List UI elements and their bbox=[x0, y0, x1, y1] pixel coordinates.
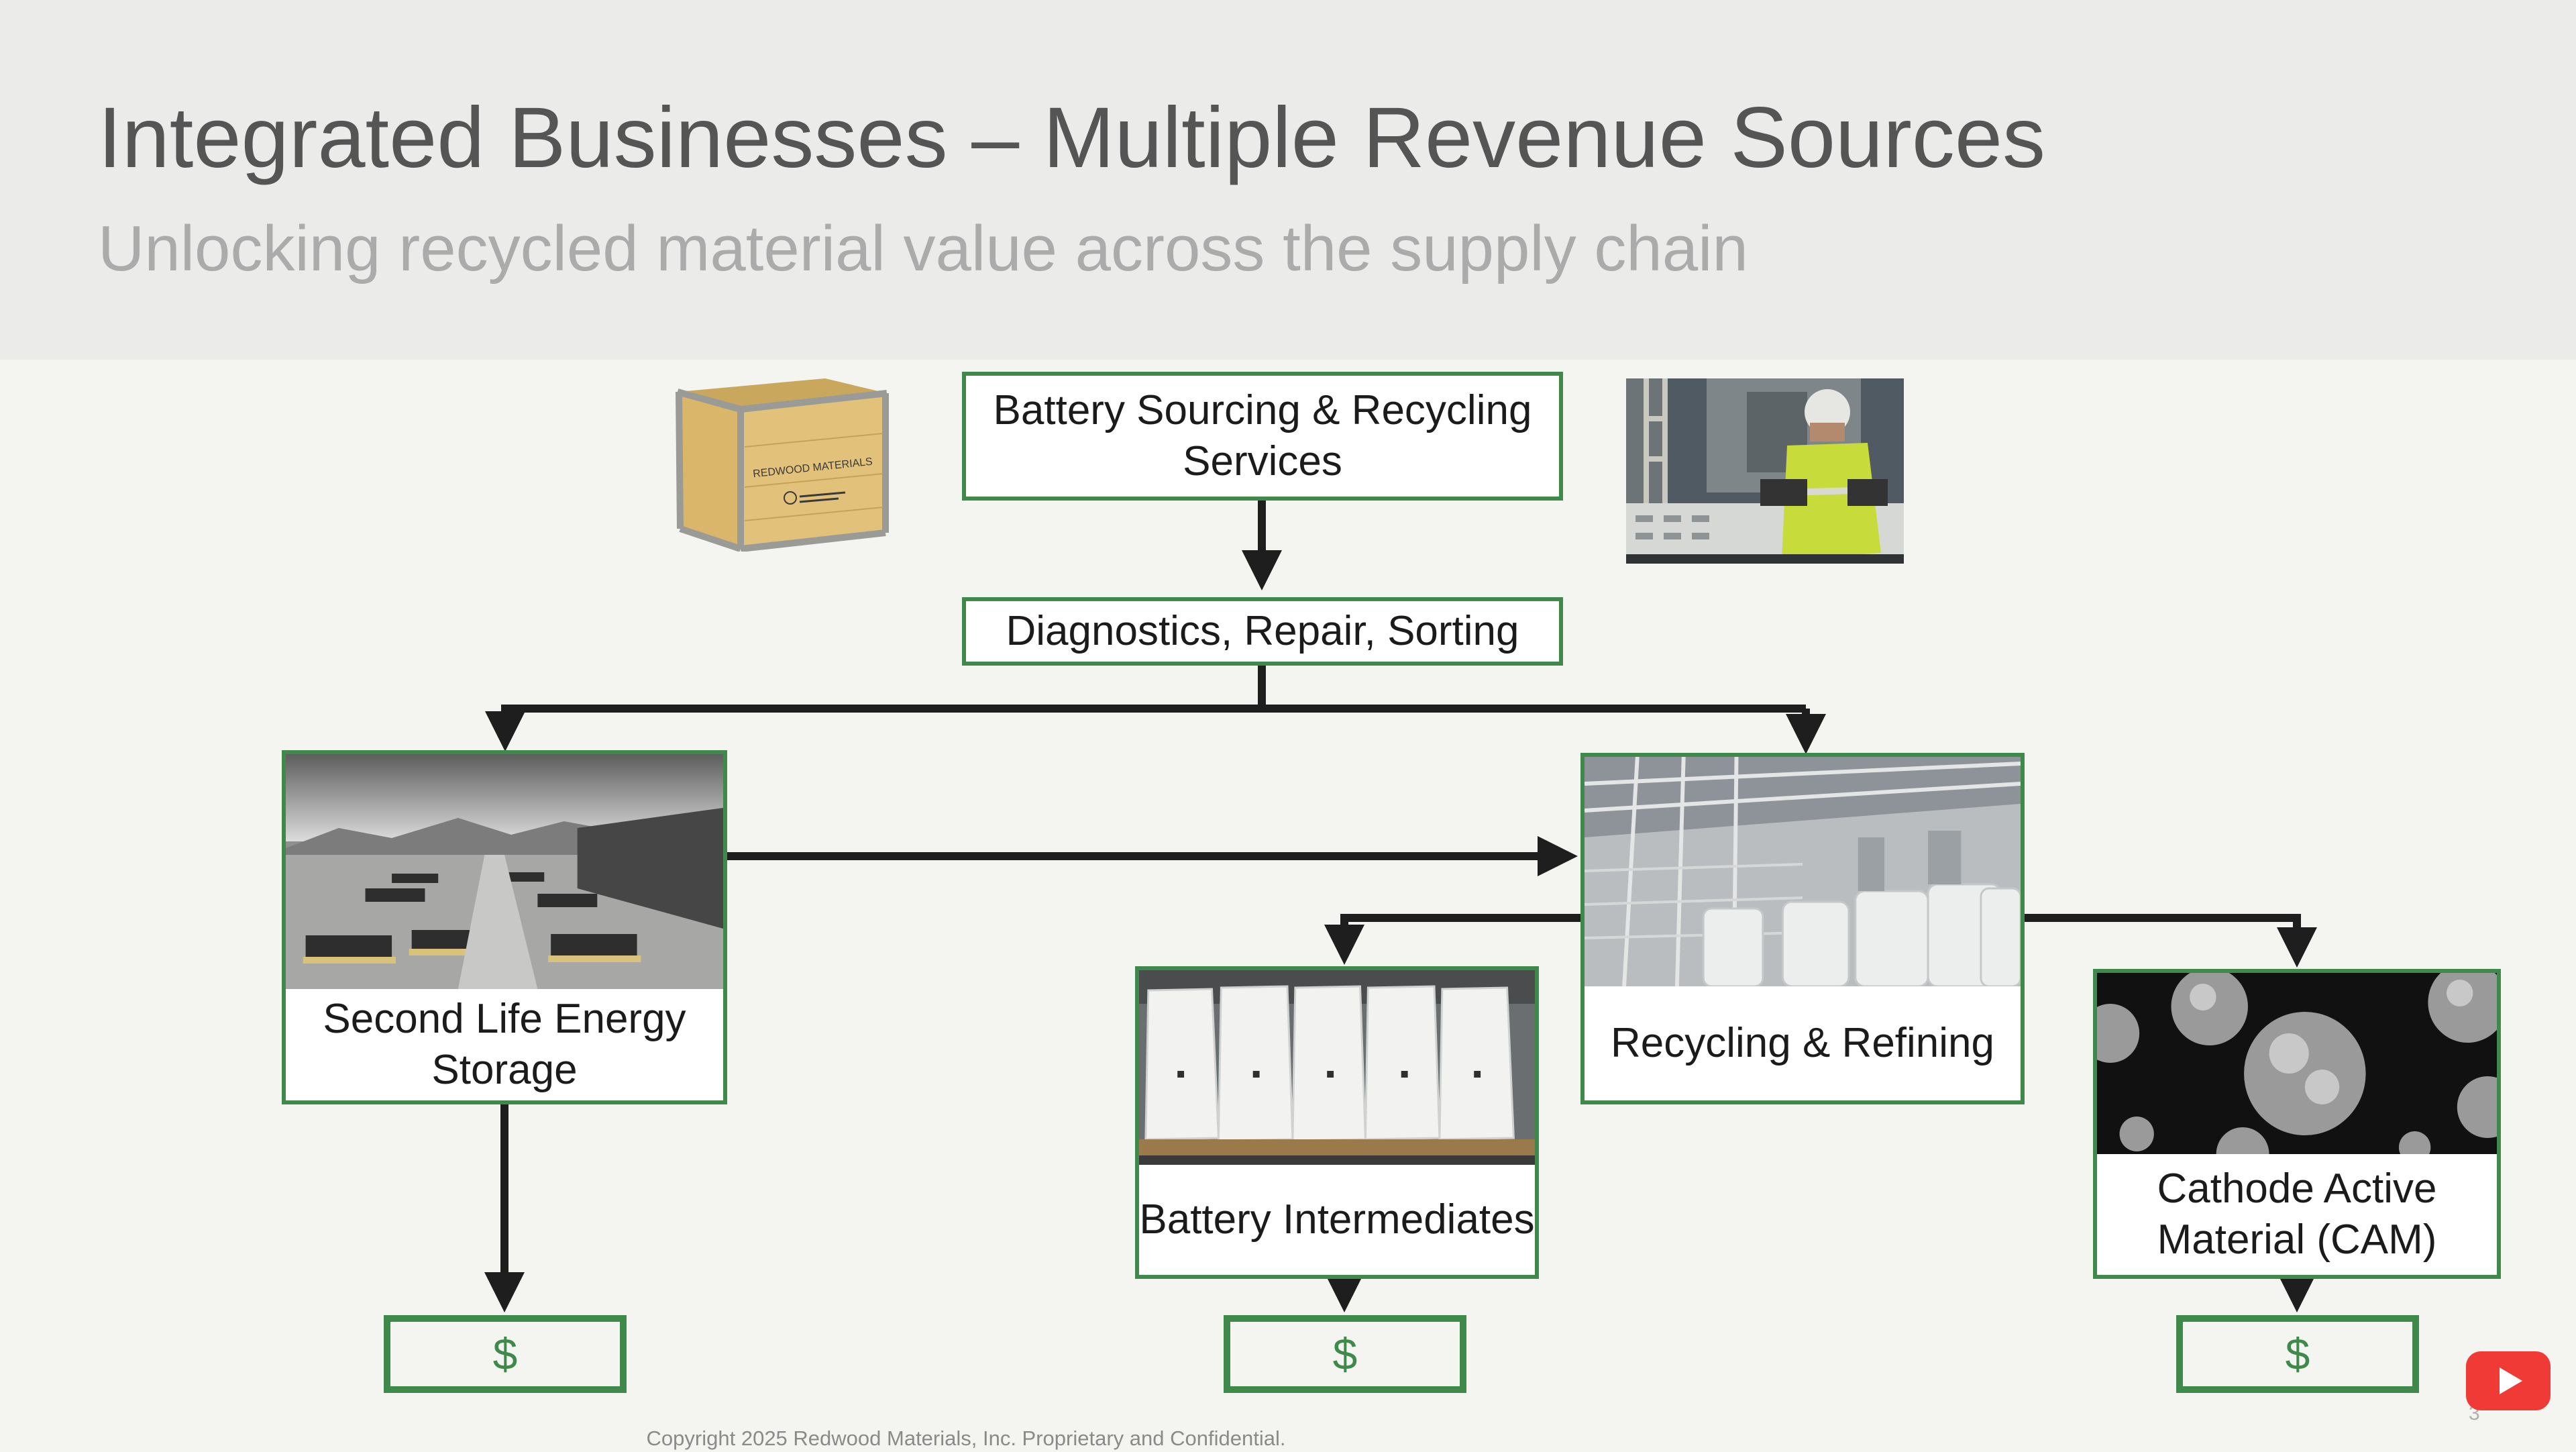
revenue-dollar-label: $ bbox=[492, 1329, 518, 1379]
youtube-play-icon bbox=[2500, 1367, 2522, 1394]
second-life-card: Second Life Energy Storage bbox=[282, 750, 727, 1104]
revenue-box-cam: $ bbox=[2176, 1315, 2419, 1393]
sourcing-label: Battery Sourcing & Recycling Services bbox=[993, 387, 1532, 484]
second-life-label: Second Life Energy Storage bbox=[323, 996, 686, 1093]
slide-subtitle: Unlocking recycled material value across… bbox=[98, 213, 1748, 284]
worker-photo bbox=[1626, 378, 1904, 564]
cam-image bbox=[2097, 973, 2497, 1154]
copyright-footer: Copyright 2025 Redwood Materials, Inc. P… bbox=[646, 1427, 1286, 1450]
arrow-recycling-to-intermediates bbox=[1324, 914, 1582, 965]
intermediates-image bbox=[1139, 970, 1535, 1165]
revenue-dollar-label: $ bbox=[2285, 1329, 2310, 1379]
revenue-box-intermediates: $ bbox=[1224, 1315, 1466, 1393]
second-life-image bbox=[286, 754, 723, 989]
sourcing-box: Battery Sourcing & Recycling Services bbox=[962, 372, 1563, 501]
revenue-dollar-label: $ bbox=[1332, 1329, 1358, 1379]
intermediates-label: Battery Intermediates bbox=[1139, 1196, 1535, 1243]
arrow-recycling-to-cam bbox=[2023, 914, 2317, 968]
slide-title: Integrated Businesses – Multiple Revenue… bbox=[98, 90, 2045, 186]
cam-label: Cathode Active Material (CAM) bbox=[2157, 1165, 2437, 1263]
youtube-play-button[interactable] bbox=[2466, 1351, 2551, 1410]
recycling-card: Recycling & Refining bbox=[1580, 753, 2025, 1104]
intermediates-card: Battery Intermediates bbox=[1135, 966, 1539, 1279]
diagnostics-box: Diagnostics, Repair, Sorting bbox=[962, 597, 1563, 666]
diagnostics-label: Diagnostics, Repair, Sorting bbox=[1006, 608, 1519, 655]
cam-card: Cathode Active Material (CAM) bbox=[2093, 969, 2501, 1279]
revenue-box-second-life: $ bbox=[384, 1315, 627, 1393]
recycling-label: Recycling & Refining bbox=[1610, 1020, 1995, 1067]
header-band: Integrated Businesses – Multiple Revenue… bbox=[0, 0, 2576, 360]
recycling-image bbox=[1585, 757, 2021, 986]
redwood-crate-image: REDWOOD MATERIALS bbox=[671, 373, 892, 552]
